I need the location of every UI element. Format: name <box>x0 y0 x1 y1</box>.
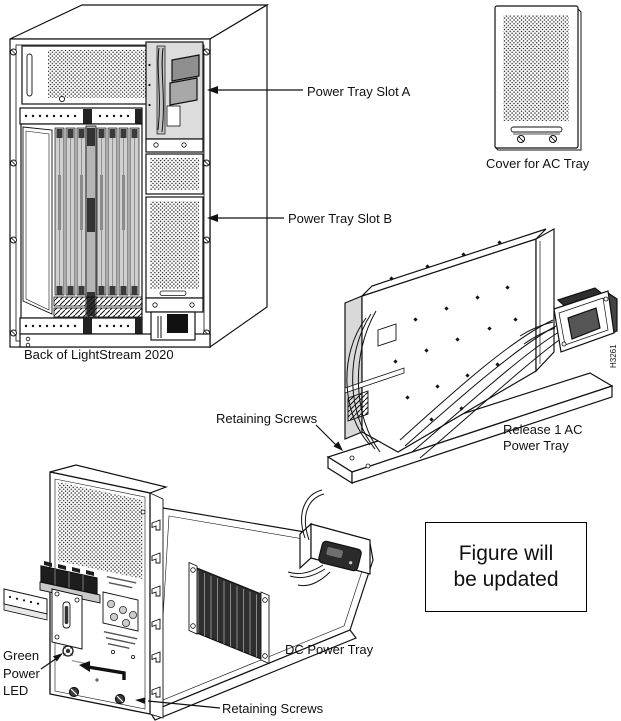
left-mounting-rail <box>3 588 48 621</box>
label-green-power-led: Green Power LED <box>3 647 40 700</box>
label-retaining-screws-ac: Retaining Screws <box>216 411 318 426</box>
heatsink <box>188 561 270 665</box>
dc-terminal-block <box>39 561 101 604</box>
tray-side-wall <box>149 492 164 719</box>
label-release-line2: Power Tray <box>503 438 569 453</box>
label-green-led-line1: Green <box>3 648 40 663</box>
lower-connector-bay <box>150 311 196 341</box>
ac-tray-screws <box>385 240 518 422</box>
green-power-led <box>62 645 86 665</box>
dc-power-tray-illustration <box>3 464 374 721</box>
figure-note-line2: be updated <box>453 568 559 591</box>
power-tray-slot-a-bay <box>145 41 204 153</box>
callout-leaders <box>40 86 343 709</box>
vent-panel <box>145 153 204 195</box>
label-release-1-ac-power-tray: Release 1 AC Power Tray <box>503 422 583 454</box>
card-cage-top-rail <box>19 107 143 125</box>
label-dc-power-tray: DC Power Tray <box>285 642 374 657</box>
label-power-tray-slot-a: Power Tray Slot A <box>307 84 411 99</box>
ac-cables <box>346 310 563 459</box>
chassis-frame-screws <box>10 48 210 337</box>
card-cage <box>20 123 143 319</box>
dc-front-panel <box>3 464 169 715</box>
tray-back-wall <box>287 489 371 587</box>
chassis-illustration <box>9 3 270 349</box>
retaining-screws-dc-leader <box>135 697 221 709</box>
label-green-led-line3: LED <box>3 683 29 698</box>
panel-bent-arrow <box>79 661 126 682</box>
figure-note-box: Figure will be updated <box>425 522 587 612</box>
label-release-line1: Release 1 AC <box>503 422 583 437</box>
retaining-screws-ac-leader <box>315 424 343 451</box>
cover-screws <box>517 135 557 143</box>
label-cover-for-ac-tray: Cover for AC Tray <box>486 156 590 171</box>
card-cage-bottom-rail <box>19 317 143 335</box>
label-retaining-screws-dc: Retaining Screws <box>222 701 324 716</box>
ac-inlet-connector <box>553 287 618 353</box>
figure-note-line1: Figure will <box>458 542 554 565</box>
slot-a-leader <box>207 86 303 94</box>
ac-power-tray-illustration: H3261 <box>326 227 618 485</box>
panel-labels <box>102 576 139 660</box>
figure-part-number: H3261 <box>609 344 618 368</box>
label-green-led-line2: Power <box>3 665 40 681</box>
line-cards <box>54 127 140 296</box>
panel-retaining-screws <box>68 686 126 705</box>
label-back-of-chassis: Back of LightStream 2020 <box>24 347 174 362</box>
label-power-tray-slot-b: Power Tray Slot B <box>288 211 393 226</box>
power-tray-slot-b-panel <box>145 196 204 313</box>
slot-b-leader <box>207 214 284 222</box>
panel-bracket <box>51 588 83 650</box>
ac-tray-cover-illustration <box>494 5 582 151</box>
green-led-leader <box>40 653 63 670</box>
